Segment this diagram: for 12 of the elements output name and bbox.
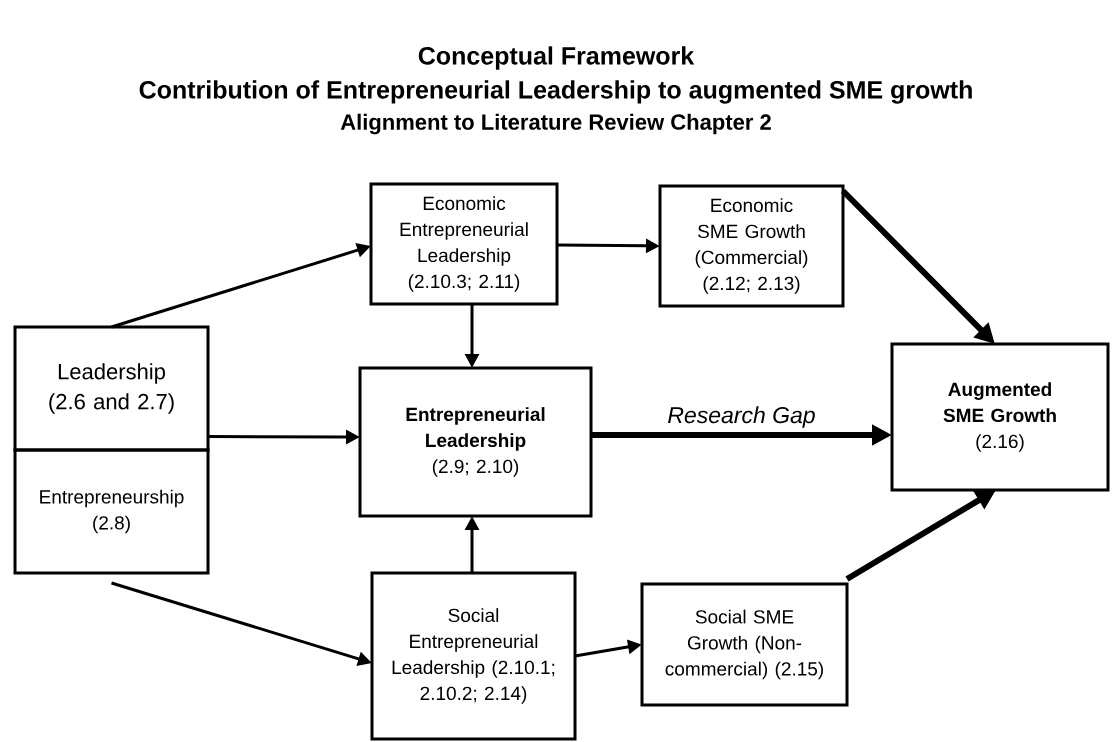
subtitle: Alignment to Literature Review Chapter 2 bbox=[340, 113, 771, 135]
box: Economic SME Growth (Commercial) (2.12; 2.13) bbox=[658, 184, 845, 308]
subtitle: Contribution of Entrepreneurial Leadership to augmented SME growth bbox=[139, 80, 972, 104]
box: Social SME Growth (Non-commercial) (2.15) bbox=[640, 582, 849, 707]
edge-label: Research Gap bbox=[668, 406, 815, 428]
box: Augmented SME Growth (2.16) bbox=[890, 342, 1110, 492]
box: Entrepreneurship (2.8) bbox=[13, 448, 210, 575]
box: Leadership (2.6 and 2.7) bbox=[13, 325, 210, 452]
title: Conceptual Framework bbox=[418, 46, 695, 70]
box: Social Entrepreneurial Leadership (2.10.1; 2.10.2; 2.14) bbox=[370, 571, 577, 741]
box: Economic Entrepreneurial Leadership (2.10.3; 2.11) bbox=[369, 182, 559, 306]
box: Entrepreneurial Leadership (2.9; 2.10) bbox=[358, 366, 593, 518]
